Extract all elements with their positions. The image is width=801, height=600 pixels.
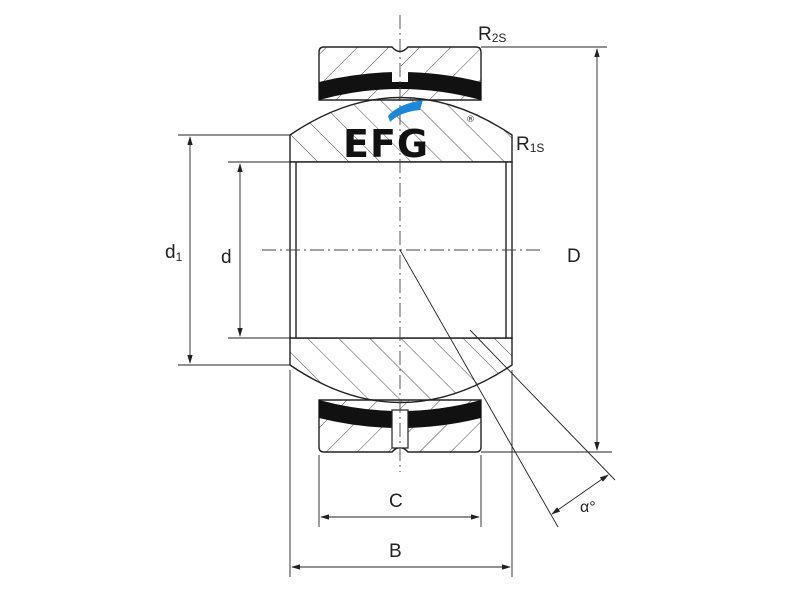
d1-label: d1	[165, 242, 183, 264]
inner-ring-bottom	[289, 337, 513, 404]
alpha-dimension	[551, 474, 609, 515]
D-label: D	[567, 246, 581, 267]
C-label: C	[389, 491, 403, 512]
svg-text:EFG: EFG	[343, 122, 429, 166]
logo-swoosh	[388, 100, 423, 122]
tilt-line-1	[399, 249, 559, 528]
svg-text:®: ®	[466, 115, 475, 125]
d-label: d	[221, 247, 232, 268]
liner-top	[319, 72, 481, 100]
efg-logo: EFG ®	[343, 100, 475, 166]
tilt-line-2	[469, 329, 616, 481]
r2s-label: R2S	[478, 24, 506, 45]
alpha-label: α°	[580, 499, 596, 516]
inner-ring-top	[289, 96, 513, 163]
B-label: B	[389, 541, 402, 562]
r1s-label: R1S	[516, 134, 544, 155]
